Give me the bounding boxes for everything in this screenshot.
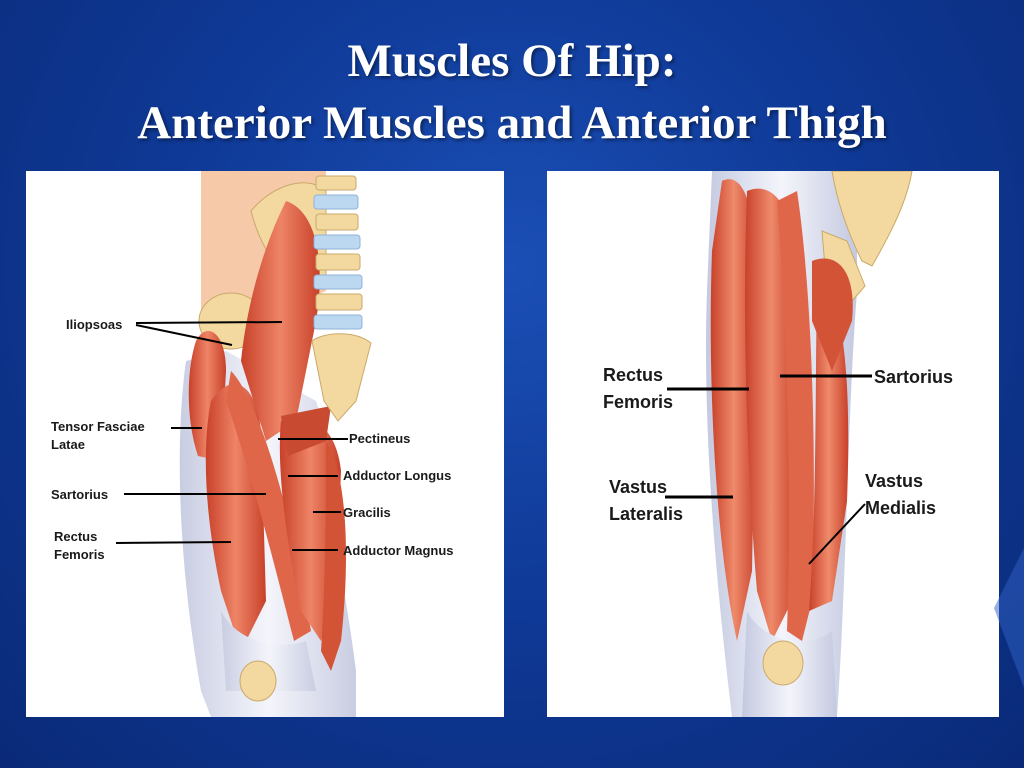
vertebral-column [311, 175, 372, 422]
leader-iliopsoas-2 [135, 324, 233, 346]
anterior-thigh-muscles-diagram: Rectus Femoris Sartorius Vastus Laterali… [547, 171, 999, 717]
vastus-medialis-muscle [809, 290, 849, 611]
label-pectineus: Pectineus [349, 431, 410, 446]
adductor-group [812, 258, 853, 371]
leader-rectus [115, 541, 232, 544]
title-line-1: Muscles Of Hip: [347, 35, 677, 87]
anterior-hip-muscles-diagram: Iliopsoas Tensor Fasciae Latae Sartorius… [26, 171, 504, 717]
slide-title: Muscles Of Hip: Anterior Muscles and Ant… [0, 30, 1024, 154]
label-vastus-medialis-1: Vastus [865, 471, 923, 491]
gracilis-muscle [321, 441, 346, 671]
label-rectus-femoris-2: Femoris [54, 547, 105, 562]
label-vastus-lateralis-1: Vastus [609, 477, 667, 497]
label-adductor-longus: Adductor Longus [343, 468, 451, 483]
leader-iliopsoas-1 [135, 321, 283, 324]
label-iliopsoas: Iliopsoas [66, 317, 122, 332]
label-vastus-lateralis-2: Lateralis [609, 504, 683, 524]
leader-vastus-medialis [808, 503, 866, 565]
patella [239, 660, 277, 702]
label-gracilis: Gracilis [343, 505, 391, 520]
patella [762, 640, 804, 686]
title-line-2: Anterior Muscles and Anterior Thigh [137, 97, 887, 149]
sartorius-muscle [777, 191, 814, 641]
slide-decoration [994, 548, 1024, 688]
iliopsoas-muscle [241, 201, 320, 441]
label-vastus-medialis-2: Medialis [865, 498, 936, 518]
label-sartorius: Sartorius [51, 487, 108, 502]
sacrum-bone [831, 171, 913, 267]
label-adductor-magnus: Adductor Magnus [343, 543, 454, 558]
label-rectus-femoris-1: Rectus [603, 365, 663, 385]
pectineus-muscle [281, 406, 331, 456]
left-illustration: Iliopsoas Tensor Fasciae Latae Sartorius… [51, 171, 454, 717]
label-tensor-fasciae-latae-2: Latae [51, 437, 85, 452]
sartorius-muscle [226, 371, 311, 641]
right-illustration: Rectus Femoris Sartorius Vastus Laterali… [603, 171, 953, 717]
label-tensor-fasciae-latae-1: Tensor Fasciae [51, 419, 145, 434]
label-rectus-femoris-1: Rectus [54, 529, 97, 544]
label-rectus-femoris-2: Femoris [603, 392, 673, 412]
label-sartorius: Sartorius [874, 367, 953, 387]
